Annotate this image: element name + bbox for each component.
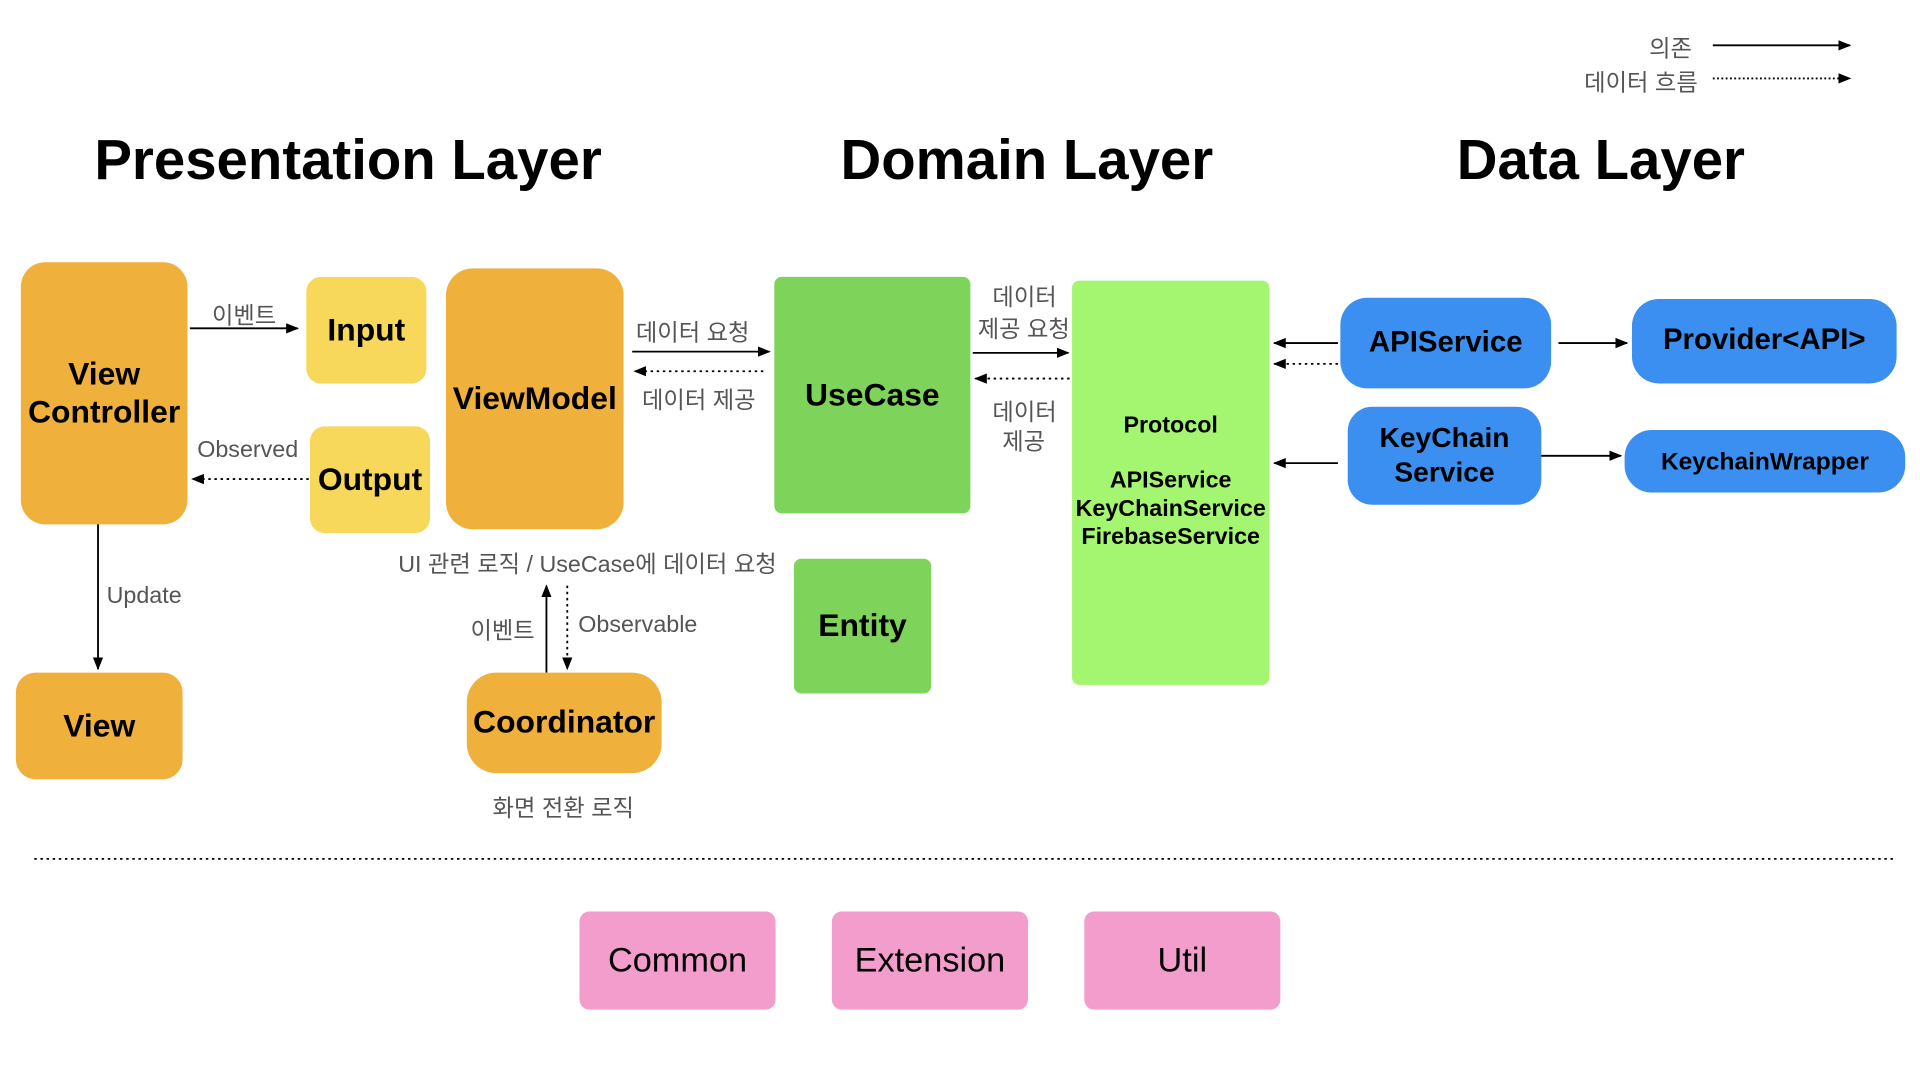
keychain-wrapper-box: KeychainWrapper <box>1624 430 1906 493</box>
viewmodel-description: UI 관련 로직 / UseCase에 데이터 요청 <box>398 552 777 579</box>
data-request-label: 데이터 요청 <box>635 321 750 347</box>
domain-layer-title: Domain Layer <box>840 127 1214 192</box>
presentation-layer-title: Presentation Layer <box>94 127 602 192</box>
output-box: Output <box>309 426 431 533</box>
provider-label: Provider<API> <box>1662 323 1866 357</box>
common-label: Common <box>607 941 748 980</box>
update-label: Update <box>106 583 182 609</box>
protocol-item-apiservice: APIService <box>1109 468 1232 495</box>
apiservice-label: APIService <box>1368 325 1523 359</box>
extension-box: Extension <box>831 911 1028 1010</box>
protocol-box: Protocol APIService KeyChainService Fire… <box>1072 280 1270 685</box>
domain-request-label-1: 데이터 <box>992 285 1057 312</box>
apiservice-box: APIService <box>1340 297 1552 389</box>
observable-label: Observable <box>578 612 698 639</box>
domain-provide-label-1: 데이터 <box>992 400 1057 427</box>
event-label: 이벤트 <box>211 303 277 330</box>
keychain-service-label: KeyChain Service <box>1379 421 1510 488</box>
domain-request-label-2: 제공 요청 <box>977 317 1070 344</box>
usecase-box: UseCase <box>774 276 971 514</box>
util-label: Util <box>1157 941 1208 980</box>
viewmodel-label: ViewModel <box>452 379 617 417</box>
extension-label: Extension <box>854 941 1006 980</box>
legend-dependency-label: 의존 <box>1649 36 1692 63</box>
coordinator-description: 화면 전환 로직 <box>492 796 634 823</box>
keychain-wrapper-label: KeychainWrapper <box>1660 447 1869 475</box>
keychain-service-box: KeyChain Service <box>1347 406 1542 505</box>
provider-box: Provider<API> <box>1631 298 1897 384</box>
viewmodel-box: ViewModel <box>445 268 624 530</box>
output-label: Output <box>317 460 423 498</box>
domain-provide-label-2: 제공 <box>1002 430 1046 456</box>
data-layer-title: Data Layer <box>1456 127 1745 192</box>
view-label: View <box>63 706 136 744</box>
entity-label: Entity <box>818 606 907 644</box>
coordinator-box: Coordinator <box>466 672 662 774</box>
observed-label: Observed <box>197 437 299 464</box>
view-box: View <box>15 672 183 780</box>
protocol-item-keychainservice: KeyChainService <box>1075 496 1266 522</box>
coordinator-label: Coordinator <box>473 703 656 741</box>
coord-event-label: 이벤트 <box>470 618 535 645</box>
util-box: Util <box>1084 911 1281 1010</box>
legend-data-flow-label: 데이터 흐름 <box>1584 71 1698 97</box>
input-label: Input <box>327 311 406 348</box>
protocol-title: Protocol <box>1123 413 1218 440</box>
data-provide-label: 데이터 제공 <box>642 388 756 415</box>
protocol-item-firebaseservice: FirebaseService <box>1081 524 1260 550</box>
entity-box: Entity <box>793 558 932 694</box>
usecase-label: UseCase <box>805 376 940 413</box>
common-box: Common <box>579 911 776 1010</box>
view-controller-label: View Controller <box>28 355 181 431</box>
input-box: Input <box>306 276 427 384</box>
view-controller-box: View Controller <box>20 262 188 525</box>
